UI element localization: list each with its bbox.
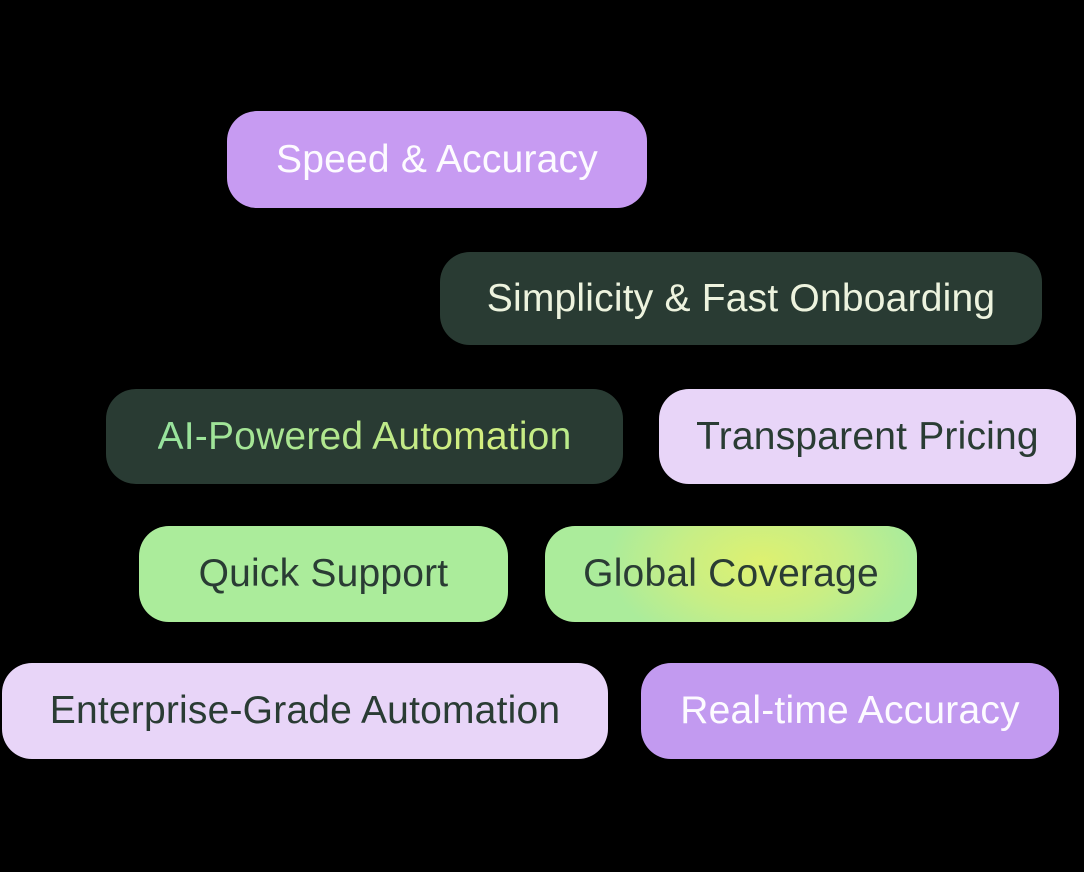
badge-ai-powered-automation-label: AI-Powered Automation <box>157 414 572 458</box>
badge-global-coverage: Global Coverage <box>545 526 917 622</box>
badge-enterprise-grade-automation-label: Enterprise-Grade Automation <box>49 689 561 732</box>
badge-global-coverage-label: Global Coverage <box>583 552 879 595</box>
badge-speed-accuracy: Speed & Accuracy <box>227 111 647 208</box>
badge-simplicity-fast-onboarding-label: Simplicity & Fast Onboarding <box>486 276 996 320</box>
badge-speed-accuracy-label: Speed & Accuracy <box>276 137 598 181</box>
badge-quick-support-label: Quick Support <box>198 552 449 595</box>
badge-real-time-accuracy-label: Real-time Accuracy <box>680 689 1020 732</box>
badge-ai-powered-automation: AI-Powered Automation <box>106 389 623 484</box>
badge-quick-support: Quick Support <box>139 526 508 622</box>
badge-transparent-pricing-label: Transparent Pricing <box>696 414 1039 458</box>
badge-transparent-pricing: Transparent Pricing <box>659 389 1076 484</box>
badge-enterprise-grade-automation: Enterprise-Grade Automation <box>2 663 608 759</box>
badge-real-time-accuracy: Real-time Accuracy <box>641 663 1059 759</box>
badge-simplicity-fast-onboarding: Simplicity & Fast Onboarding <box>440 252 1042 345</box>
